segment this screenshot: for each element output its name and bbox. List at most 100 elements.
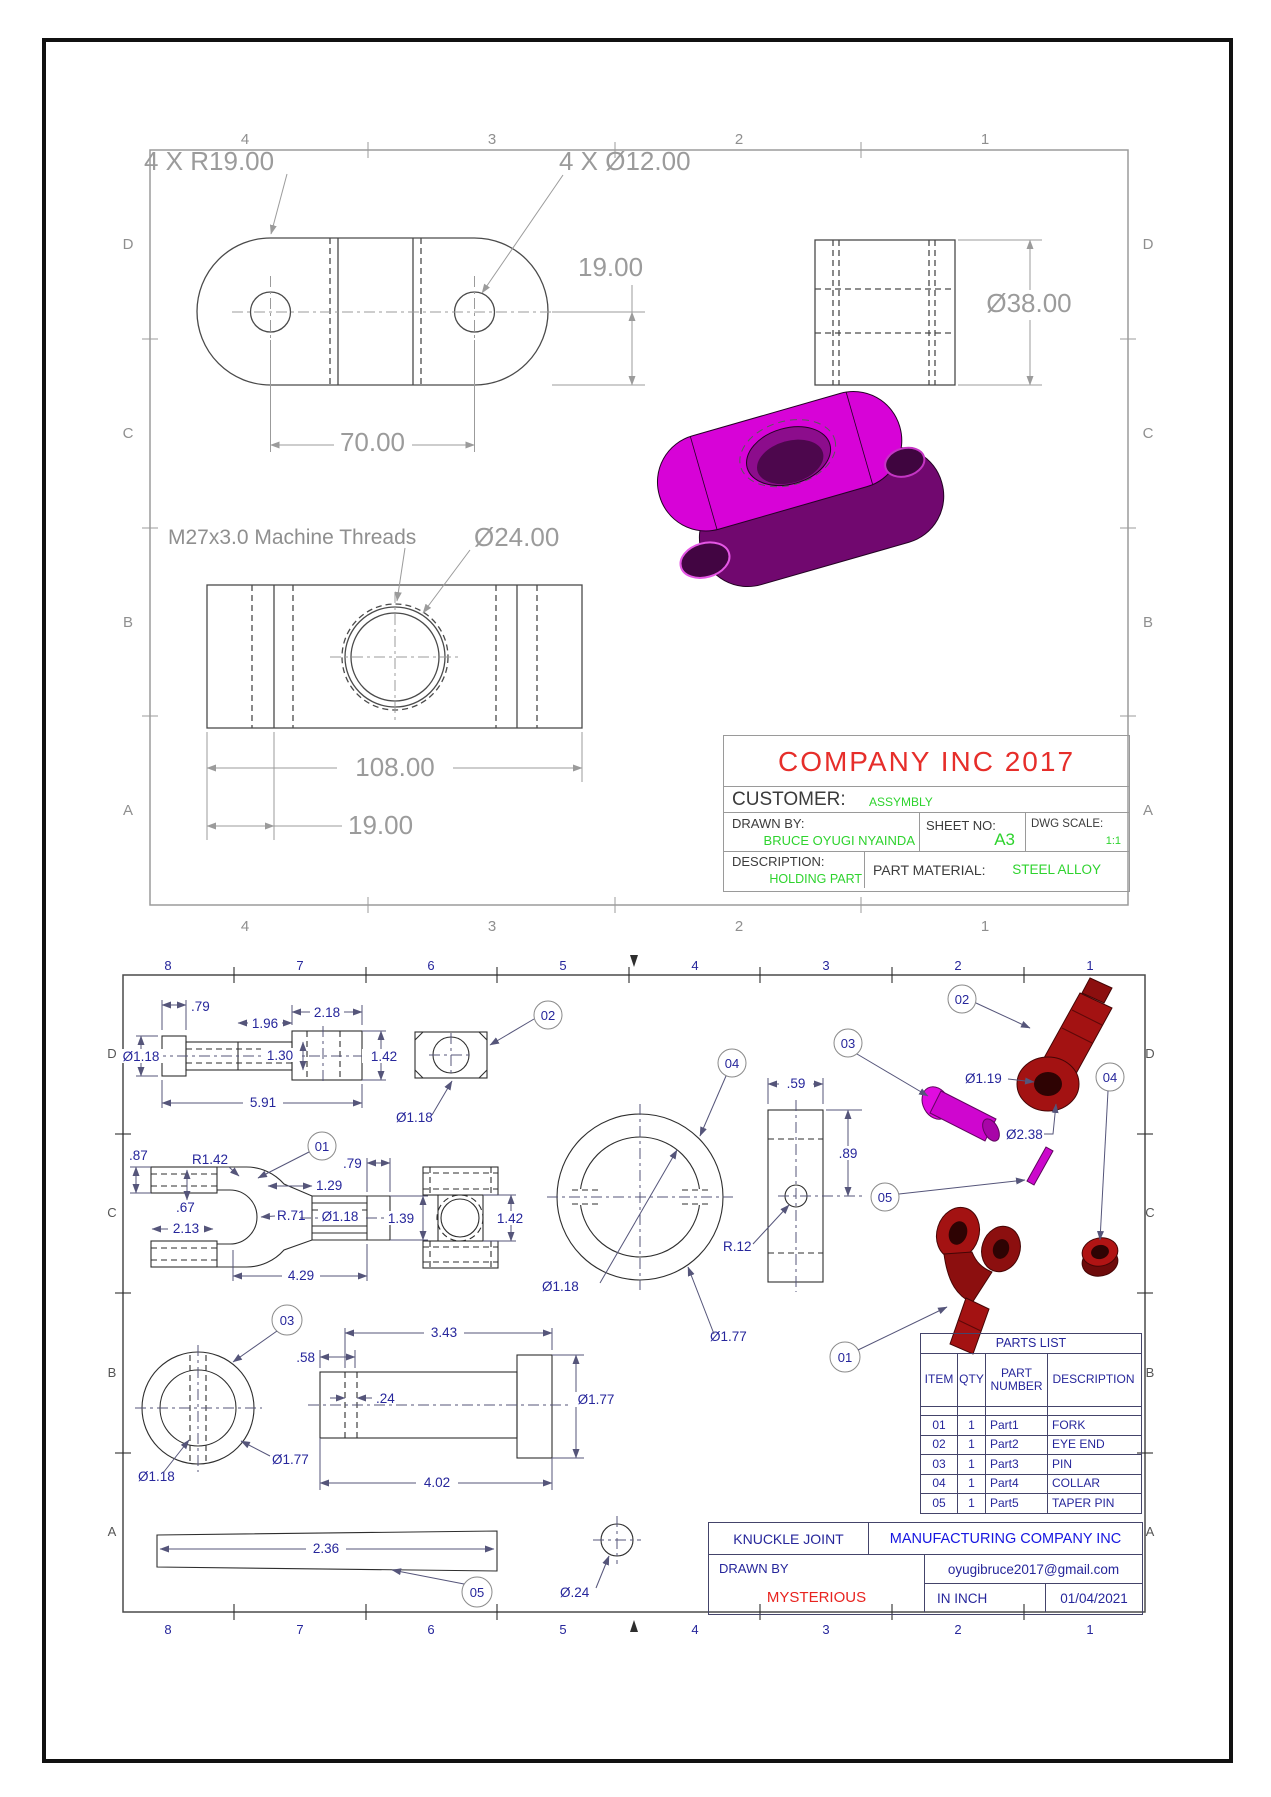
fork-3d — [935, 1206, 1021, 1355]
collar-3d — [1081, 1237, 1119, 1277]
zone-col: 8 — [164, 1622, 171, 1637]
zone-row: D — [107, 1046, 116, 1061]
balloon-05 — [870, 1182, 900, 1212]
zone-col: 2 — [954, 1622, 961, 1637]
zone-col: 7 — [296, 958, 303, 973]
item-cell: 04 — [921, 1474, 958, 1493]
dim-center-offset: 19.00 — [578, 252, 643, 282]
balloon-02 — [533, 1000, 563, 1030]
plate-top-view — [196, 237, 588, 452]
block-front-view — [206, 584, 583, 729]
dim: 4.29 — [288, 1268, 314, 1283]
dim: Ø1.18 — [542, 1279, 579, 1294]
zone-col: 5 — [559, 958, 566, 973]
parts-list-row: 05 1 Part5 TAPER PIN — [921, 1493, 1141, 1513]
units: IN INCH — [925, 1584, 1046, 1612]
eye-end-front-view — [414, 1031, 488, 1079]
pin-3d — [921, 1086, 1000, 1142]
author: MYSTERIOUS — [766, 1589, 867, 1606]
dim-thread-note: M27x3.0 Machine Threads — [168, 526, 416, 549]
parts-list-header: DESCRIPTION — [1052, 1372, 1135, 1387]
zone-col: 1 — [981, 131, 989, 148]
zone-row: C — [1145, 1205, 1154, 1220]
balloon-04-label: 04 — [1103, 1070, 1117, 1085]
dim-od: Ø38.00 — [986, 288, 1071, 318]
description-value: HOLDING PART — [769, 872, 862, 886]
balloon-03-label: 03 — [841, 1036, 855, 1051]
customer-label: CUSTOMER: — [732, 789, 846, 810]
balloon-05-label: 05 — [470, 1585, 484, 1600]
dim: 2.36 — [313, 1541, 339, 1556]
zone-col: 5 — [559, 1622, 566, 1637]
sheet1: 4 3 2 1 4 3 2 1 D C B A D C B A — [123, 131, 1154, 935]
zone-row: B — [123, 614, 133, 631]
sheet-no-label: SHEET NO: — [926, 818, 996, 833]
zone-row: B — [1146, 1365, 1155, 1380]
parts-list-row: 02 1 Part2 EYE END — [921, 1434, 1141, 1454]
dim: .79 — [343, 1156, 362, 1171]
zone-col: 6 — [427, 1622, 434, 1637]
balloon-04 — [717, 1048, 747, 1078]
part-number-cell: Part4 — [986, 1474, 1048, 1493]
email: oyugibruce2017@gmail.com — [925, 1555, 1142, 1584]
zone-col: 8 — [164, 958, 171, 973]
qty-cell: 1 — [958, 1474, 986, 1493]
dim: .89 — [839, 1146, 858, 1161]
dim: 4.02 — [424, 1475, 450, 1490]
sheet-no-value: A3 — [994, 830, 1015, 849]
drawing-title: KNUCKLE JOINT — [709, 1523, 869, 1554]
dim: Ø1.77 — [710, 1329, 747, 1344]
dim: Ø1.18 — [138, 1469, 175, 1484]
part-material-value: STEEL ALLOY — [1012, 862, 1101, 877]
balloon-03 — [271, 1304, 303, 1336]
zone-col: 1 — [1086, 1622, 1093, 1637]
drawn-by-label: DRAWN BY — [719, 1561, 789, 1576]
zone-col: 3 — [488, 918, 496, 935]
sheet2: 8 7 6 5 4 3 2 1 8 7 6 5 4 3 2 1 D C B A … — [107, 955, 1155, 1637]
dim: R.12 — [723, 1239, 752, 1254]
dim: 1.39 — [388, 1211, 414, 1226]
dim: Ø1.19 — [965, 1071, 1002, 1086]
zone-row: D — [1145, 1046, 1154, 1061]
dim: Ø1.18 — [322, 1209, 359, 1224]
balloon-02-label: 02 — [541, 1008, 555, 1023]
dwg-scale-value: 1:1 — [1105, 835, 1121, 847]
dim: .67 — [176, 1200, 195, 1215]
dim: Ø1.18 — [123, 1049, 160, 1064]
zone-row: D — [1143, 236, 1154, 253]
company-title: COMPANY INC 2017 — [777, 746, 1076, 777]
eye-end-3d — [1016, 977, 1113, 1112]
item-cell: 03 — [921, 1455, 958, 1474]
dim: 1.96 — [252, 1016, 278, 1031]
dim-radius-note: 4 X R19.00 — [144, 146, 274, 176]
taper-pin-3d — [1026, 1146, 1054, 1186]
item-cell: 01 — [921, 1416, 958, 1435]
parts-list-header: ITEM — [921, 1354, 958, 1406]
drawn-by-value: BRUCE OYUGI NYAINDA — [763, 833, 915, 848]
qty-cell: 1 — [958, 1455, 986, 1474]
zone-row: B — [108, 1365, 117, 1380]
sheet1-title-block: COMPANY INC 2017 CUSTOMER: ASSYMBLY DRAW… — [723, 735, 1130, 892]
parts-list-row: 03 1 Part3 PIN — [921, 1454, 1141, 1474]
date: 01/04/2021 — [1060, 1590, 1128, 1606]
balloon-04-label: 04 — [725, 1056, 739, 1071]
zone-col: 4 — [691, 958, 698, 973]
dim: 1.29 — [316, 1178, 342, 1193]
zone-col: 6 — [427, 958, 434, 973]
dim: 1.42 — [371, 1049, 397, 1064]
zone-col: 3 — [488, 131, 496, 148]
dim: 1.42 — [497, 1211, 523, 1226]
plate-side-view — [814, 239, 956, 386]
dim-hole-spacing: 70.00 — [340, 427, 405, 457]
dim-holes-note: 4 X Ø12.00 — [559, 146, 691, 176]
center-datum-arrow-bottom — [630, 1620, 638, 1632]
dim: 3.43 — [431, 1325, 457, 1340]
zone-col: 7 — [296, 1622, 303, 1637]
balloon-01-label: 01 — [838, 1350, 852, 1365]
part-number-cell: Part1 — [986, 1416, 1048, 1435]
part-material-label: PART MATERIAL: — [873, 862, 986, 878]
balloon-02-label: 02 — [955, 992, 969, 1007]
parts-list-row: 04 1 Part4 COLLAR — [921, 1473, 1141, 1493]
zone-row: C — [123, 425, 134, 442]
balloon-01 — [829, 1341, 861, 1373]
